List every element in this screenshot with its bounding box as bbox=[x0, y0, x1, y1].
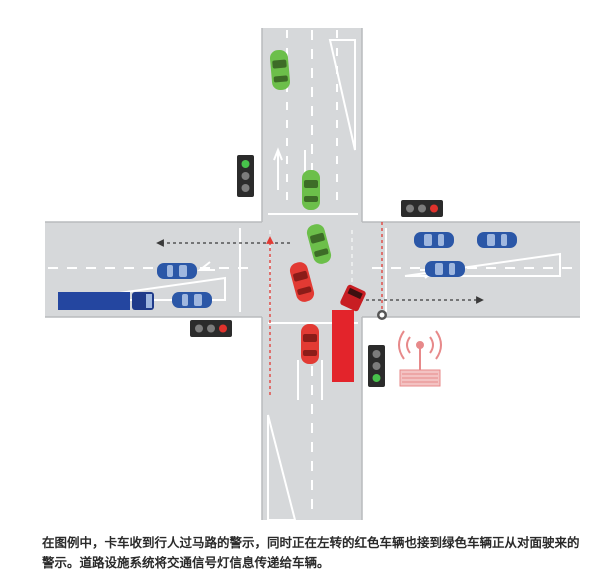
red-truck bbox=[332, 284, 366, 382]
red-car bbox=[301, 324, 319, 364]
blue-car bbox=[172, 292, 212, 308]
lane-markings bbox=[48, 30, 578, 520]
vehicles bbox=[58, 49, 517, 382]
green-car bbox=[302, 170, 320, 210]
traffic-lights bbox=[190, 155, 443, 387]
traffic-light-icon bbox=[190, 320, 232, 337]
traffic-light-icon bbox=[401, 200, 443, 217]
vehicle-paths bbox=[156, 222, 484, 395]
traffic-light-icon bbox=[368, 345, 385, 387]
blue-car bbox=[425, 261, 465, 277]
antenna-tower-icon bbox=[398, 330, 442, 387]
green-car bbox=[269, 49, 291, 91]
red-car bbox=[289, 262, 315, 302]
blue-truck bbox=[58, 292, 154, 310]
pedestrian-icon bbox=[377, 310, 387, 320]
figure-caption: 在图例中，卡车收到行人过马路的警示，同时正在左转的红色车辆也接到绿色车辆正从对面… bbox=[42, 535, 580, 570]
blue-car bbox=[414, 232, 454, 248]
traffic-light-icon bbox=[237, 155, 254, 197]
blue-car bbox=[157, 263, 197, 279]
green-car bbox=[306, 224, 332, 264]
blue-car bbox=[477, 232, 517, 248]
intersection-diagram bbox=[45, 28, 580, 520]
